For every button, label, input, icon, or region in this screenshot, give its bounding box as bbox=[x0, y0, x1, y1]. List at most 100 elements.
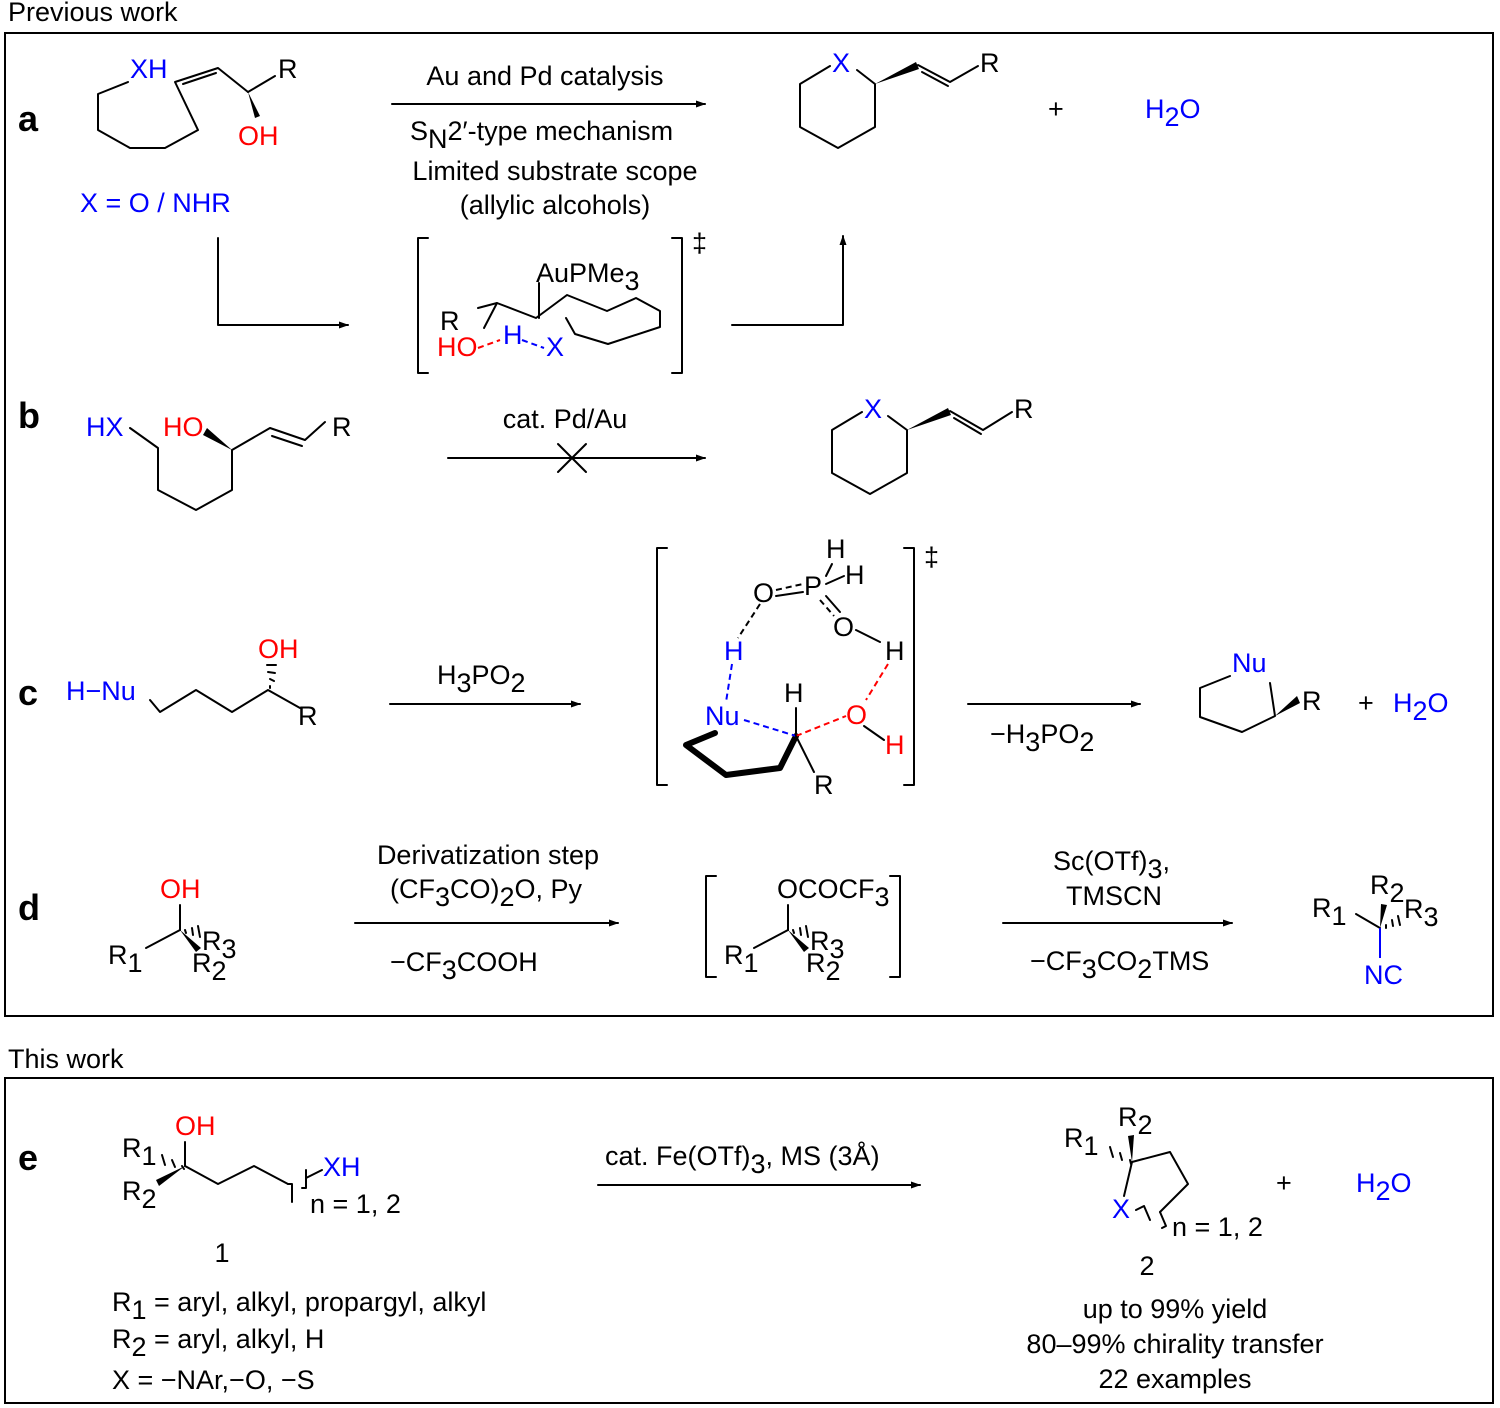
reactant-e-chain bbox=[184, 1165, 289, 1185]
definition-r1: R1 = aryl, alkyl, propargyl, alkyl bbox=[112, 1287, 486, 1325]
ts-c-ph-bond-2 bbox=[825, 575, 845, 585]
product-d-r1: R1 bbox=[1312, 893, 1347, 931]
panel-a-reactant: XH R OH X = O / NHR bbox=[80, 54, 298, 218]
product-c-ring bbox=[1199, 675, 1276, 733]
arrow-a-catalysis: Au and Pd catalysis bbox=[426, 61, 663, 91]
reactant-c-oh: OH bbox=[258, 634, 299, 664]
mechanism-sub: N bbox=[428, 124, 448, 154]
product-e-cx-bond bbox=[1123, 1161, 1133, 1197]
panel-a-plus: + bbox=[1048, 94, 1064, 124]
ts-a-bracket-right bbox=[671, 237, 683, 374]
reactant-c-chain bbox=[149, 689, 301, 713]
panel-e-letter: e bbox=[18, 1137, 38, 1178]
product-c-nu: Nu bbox=[1232, 648, 1267, 678]
panel-a-transition-state: ‡ AuPMe3 R HO H X bbox=[417, 228, 707, 374]
mechanism-s: S bbox=[410, 116, 428, 146]
this-work-frame bbox=[4, 1077, 1494, 1404]
ts-c-hbond-left bbox=[737, 603, 761, 639]
ts-c-o-h-bond bbox=[863, 725, 885, 741]
reactant-d-oh: OH bbox=[160, 874, 201, 904]
panel-b-product: X R bbox=[831, 394, 1034, 495]
reactant-b-oh-wedge bbox=[203, 428, 232, 450]
product-b-ring bbox=[831, 411, 908, 495]
product-e-bracket-l bbox=[1135, 1205, 1151, 1221]
product-a-x: X bbox=[832, 48, 850, 78]
result-yield: up to 99% yield bbox=[1083, 1294, 1268, 1324]
ts-a-r: R bbox=[440, 306, 460, 336]
int-d-r3-hash bbox=[792, 925, 809, 938]
panel-a-water: H2O bbox=[1145, 94, 1201, 132]
product-e-n-range: n = 1, 2 bbox=[1172, 1212, 1263, 1242]
reactant-e-xh: XH bbox=[323, 1152, 361, 1182]
ts-c-o1: O bbox=[753, 578, 774, 608]
product-e-bracket-r bbox=[1159, 1211, 1167, 1229]
panel-a-product: X R bbox=[799, 48, 1000, 149]
ts-a-au: AuPMe3 bbox=[536, 258, 640, 296]
reactant-a-oh-wedge bbox=[248, 92, 260, 118]
product-a-ring bbox=[799, 65, 876, 149]
panel-e-definitions: R1 = aryl, alkyl, propargyl, alkyl R2 = … bbox=[112, 1287, 486, 1395]
reactant-a-r-bond bbox=[247, 75, 276, 93]
reactant-b-r: R bbox=[332, 412, 352, 442]
panel-d-product: R1 R2 R3 NC bbox=[1312, 870, 1439, 990]
reactant-d-r3: R3 bbox=[202, 926, 237, 964]
reactant-b-hx: HX bbox=[86, 412, 124, 442]
arrow-d-reagent: (CF3CO)2O, Py bbox=[390, 874, 583, 912]
ts-c-nu-c-partial bbox=[743, 719, 797, 737]
arrow-e-condition: cat. Fe(OTf)3, MS (3Å) bbox=[605, 1140, 880, 1179]
panel-c-transition-state: ‡ H H O P O H H Nu H O H R bbox=[656, 534, 939, 800]
reactant-c-r: R bbox=[298, 701, 318, 731]
int-d-bracket-left bbox=[705, 875, 717, 978]
ts-c-po-bond-2 bbox=[825, 595, 841, 613]
ts-c-r: R bbox=[814, 770, 834, 800]
product-b-wedge bbox=[907, 408, 951, 430]
panel-a-letter: a bbox=[18, 98, 39, 139]
panel-d-intermediate: OCOCF3 R1 R3 R2 bbox=[705, 874, 901, 986]
arrow-c-reagent: H3PO2 bbox=[437, 660, 526, 698]
ts-a-hbond-red bbox=[477, 339, 501, 349]
ts-c-po-bond-1 bbox=[775, 591, 804, 597]
product-d-r3: R3 bbox=[1404, 894, 1439, 932]
arrow-a-scope-2: (allylic alcohols) bbox=[460, 190, 651, 220]
reactant-e-oh: OH bbox=[175, 1111, 216, 1141]
panel-d-reactant: OH R1 R3 R2 bbox=[108, 874, 237, 986]
panel-c-product: Nu R bbox=[1199, 648, 1322, 733]
int-d-ester: OCOCF3 bbox=[777, 874, 890, 912]
product-e-ring-right bbox=[1131, 1151, 1189, 1213]
int-d-r1: R1 bbox=[724, 940, 759, 978]
ts-c-o2: O bbox=[833, 612, 854, 642]
previous-work-frame bbox=[4, 32, 1494, 1017]
panel-d-letter: d bbox=[18, 887, 40, 928]
reactant-d-r2-wedge bbox=[180, 930, 201, 952]
product-e-r2: R2 bbox=[1118, 1102, 1153, 1140]
ts-c-oh-bond bbox=[855, 629, 881, 643]
ts-c-h2: H bbox=[845, 560, 865, 590]
reactant-e-bracket-l bbox=[287, 1183, 293, 1203]
product-e-r1: R1 bbox=[1064, 1123, 1099, 1161]
ts-c-ring-bold bbox=[683, 730, 799, 778]
int-d-r3: R3 bbox=[810, 926, 845, 964]
reactant-a-bonds bbox=[97, 67, 249, 149]
ts-c-c-o-partial bbox=[795, 715, 847, 737]
arrow-d-byproduct2: −CF3CO2TMS bbox=[1030, 946, 1209, 984]
arrow-d-step-label: Derivatization step bbox=[377, 840, 599, 870]
reactant-c-hashed-wedge bbox=[266, 664, 277, 689]
product-b-alkene bbox=[949, 410, 1013, 431]
previous-work-label: Previous work bbox=[8, 0, 178, 27]
ts-a-hbond-blue bbox=[521, 339, 545, 349]
reactant-e-xh-bond bbox=[305, 1169, 323, 1179]
reactant-e-r2-wedge bbox=[156, 1166, 185, 1186]
panel-e-reactant: OH R1 R2 XH n = 1, 2 1 bbox=[122, 1111, 401, 1268]
ts-c-po-partial-2 bbox=[819, 599, 835, 617]
product-e-x: X bbox=[1112, 1194, 1130, 1224]
ts-a-h: H bbox=[503, 320, 523, 350]
product-d-r2: R2 bbox=[1370, 870, 1405, 908]
panel-e-water: H2O bbox=[1356, 1168, 1412, 1206]
reactant-e-r2: R2 bbox=[122, 1176, 157, 1214]
ts-a-x: X bbox=[546, 332, 564, 362]
arrow-c-byproduct: −H3PO2 bbox=[990, 719, 1094, 757]
product-b-x: X bbox=[864, 394, 882, 424]
this-work-label: This work bbox=[8, 1044, 124, 1074]
ts-a-oh-bond bbox=[483, 302, 498, 329]
int-d-r2-wedge bbox=[788, 930, 809, 952]
